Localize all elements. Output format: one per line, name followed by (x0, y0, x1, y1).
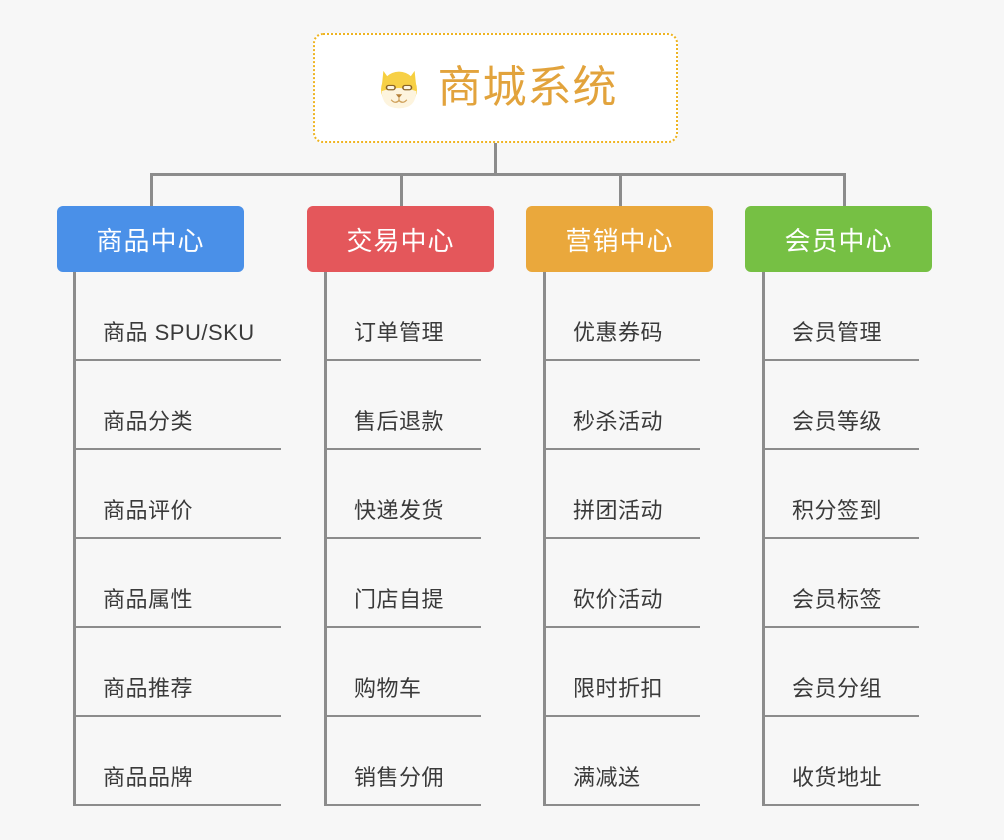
leaf-item-underline (543, 804, 700, 806)
leaf-item-underline (73, 448, 281, 450)
leaf-item[interactable]: 拼团活动 (543, 450, 700, 539)
root-title: 商城系统 (437, 63, 618, 112)
connector-drop-4 (843, 173, 846, 209)
leaf-item-label: 商品属性 (103, 587, 194, 612)
leaf-item-underline (73, 537, 281, 539)
leaf-item-underline (762, 537, 919, 539)
leaf-item-label: 拼团活动 (573, 498, 664, 523)
leaf-item-underline (324, 804, 481, 806)
leaf-item[interactable]: 限时折扣 (543, 628, 700, 717)
leaf-item-label: 秒杀活动 (573, 409, 664, 434)
category-node-trade-center[interactable]: 交易中心 (307, 206, 494, 272)
leaf-item-label: 门店自提 (354, 587, 445, 612)
leaf-item[interactable]: 积分签到 (762, 450, 919, 539)
category-label: 交易中心 (346, 225, 455, 256)
leaf-item-label: 会员分组 (792, 676, 883, 701)
leaf-item-underline (543, 537, 700, 539)
leaf-item-underline (543, 359, 700, 361)
leaf-item-label: 商品品牌 (103, 765, 194, 790)
leaf-item[interactable]: 商品评价 (73, 450, 281, 539)
leaf-item-underline (762, 359, 919, 361)
leaf-item[interactable]: 砍价活动 (543, 539, 700, 628)
connector-drop-1 (150, 173, 153, 209)
leaf-item-label: 销售分佣 (354, 765, 445, 790)
connector-horizontal-bus (150, 173, 846, 176)
leaf-item-underline (762, 715, 919, 717)
leaf-item-label: 会员等级 (792, 409, 883, 434)
leaf-item[interactable]: 收货地址 (762, 717, 919, 806)
leaf-item[interactable]: 售后退款 (324, 361, 481, 450)
leaf-item-label: 会员标签 (792, 587, 883, 612)
leaf-item[interactable]: 秒杀活动 (543, 361, 700, 450)
leaf-item-label: 优惠券码 (573, 320, 664, 345)
leaf-item-underline (73, 626, 281, 628)
leaf-item[interactable]: 购物车 (324, 628, 481, 717)
leaf-item[interactable]: 商品分类 (73, 361, 281, 450)
leaf-item-underline (73, 359, 281, 361)
leaf-item-underline (324, 626, 481, 628)
leaf-item-label: 购物车 (354, 676, 422, 701)
category-label: 营销中心 (565, 225, 674, 256)
leaf-item[interactable]: 满减送 (543, 717, 700, 806)
leaf-item-label: 快递发货 (354, 498, 445, 523)
leaf-item-label: 订单管理 (354, 320, 445, 345)
leaf-item-underline (73, 804, 281, 806)
leaf-item-underline (762, 626, 919, 628)
leaf-item[interactable]: 会员管理 (762, 272, 919, 361)
leaf-item-underline (543, 448, 700, 450)
leaf-column-spine (324, 272, 327, 806)
connector-drop-2 (400, 173, 403, 209)
category-node-marketing-center[interactable]: 营销中心 (526, 206, 713, 272)
leaf-item-label: 商品评价 (103, 498, 194, 523)
shiba-dog-icon (374, 63, 424, 113)
leaf-item[interactable]: 订单管理 (324, 272, 481, 361)
leaf-item-underline (324, 448, 481, 450)
leaf-item-underline (762, 448, 919, 450)
leaf-item[interactable]: 销售分佣 (324, 717, 481, 806)
leaf-item-underline (543, 626, 700, 628)
leaf-item[interactable]: 商品 SPU/SKU (73, 272, 281, 361)
leaf-item-underline (762, 804, 919, 806)
leaf-item[interactable]: 快递发货 (324, 450, 481, 539)
leaf-item-underline (73, 715, 281, 717)
leaf-item[interactable]: 商品属性 (73, 539, 281, 628)
leaf-item-underline (324, 537, 481, 539)
leaf-item-label: 售后退款 (354, 409, 445, 434)
leaf-item-label: 满减送 (573, 765, 641, 790)
leaf-item-label: 会员管理 (792, 320, 883, 345)
leaf-column-spine (543, 272, 546, 806)
leaf-item-underline (543, 715, 700, 717)
connector-drop-3 (619, 173, 622, 209)
leaf-item[interactable]: 门店自提 (324, 539, 481, 628)
connector-root-stem (494, 143, 497, 175)
category-label: 会员中心 (784, 225, 893, 256)
leaf-item-underline (324, 359, 481, 361)
leaf-item[interactable]: 会员等级 (762, 361, 919, 450)
leaf-column-spine (762, 272, 765, 806)
leaf-item-label: 积分签到 (792, 498, 883, 523)
leaf-item-label: 砍价活动 (573, 587, 664, 612)
leaf-item[interactable]: 会员分组 (762, 628, 919, 717)
category-label: 商品中心 (96, 225, 205, 256)
category-node-product-center[interactable]: 商品中心 (57, 206, 244, 272)
category-node-member-center[interactable]: 会员中心 (745, 206, 932, 272)
root-node[interactable]: 商城系统 (313, 33, 678, 143)
leaf-item-label: 商品推荐 (103, 676, 194, 701)
leaf-item[interactable]: 优惠券码 (543, 272, 700, 361)
leaf-item-label: 收货地址 (792, 765, 883, 790)
leaf-item[interactable]: 商品品牌 (73, 717, 281, 806)
leaf-item-underline (324, 715, 481, 717)
leaf-item-label: 商品 SPU/SKU (103, 320, 255, 345)
leaf-item-label: 限时折扣 (573, 676, 664, 701)
leaf-item[interactable]: 商品推荐 (73, 628, 281, 717)
leaf-item-label: 商品分类 (103, 409, 194, 434)
leaf-item[interactable]: 会员标签 (762, 539, 919, 628)
leaf-column-spine (73, 272, 76, 806)
